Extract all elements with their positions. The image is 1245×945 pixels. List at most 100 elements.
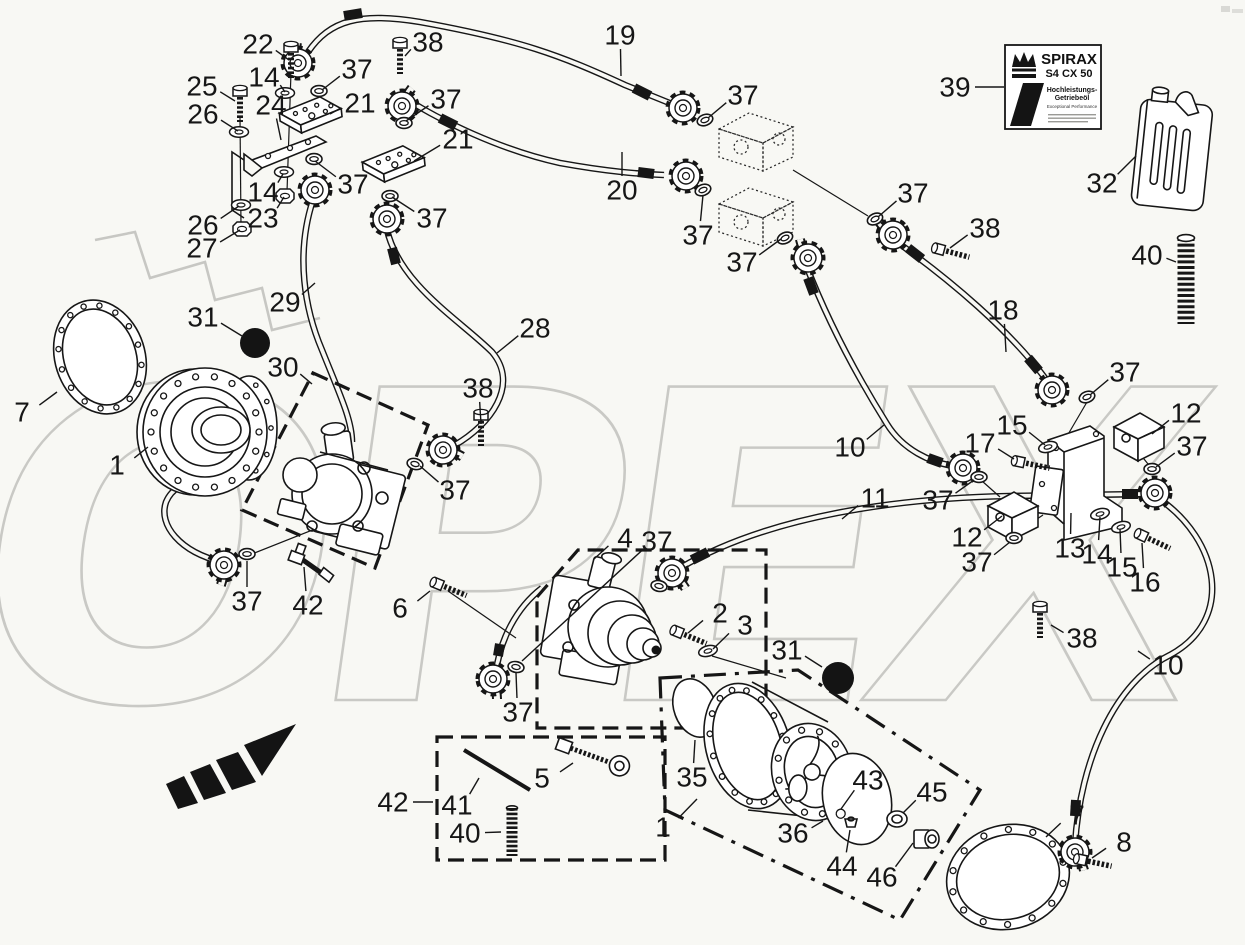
callout-28: 28	[519, 313, 550, 344]
callout-42: 42	[377, 787, 408, 818]
box-motor-4	[535, 548, 768, 730]
callout-21: 21	[344, 88, 375, 119]
leader-line-40	[484, 831, 502, 834]
hose-motor4-stub	[492, 585, 545, 673]
watermark-zigzag	[94, 230, 321, 332]
leader-line-14	[279, 84, 286, 93]
bolt-hole	[800, 808, 809, 816]
callout-37: 37	[641, 526, 672, 557]
bolt-hole	[263, 398, 270, 405]
final-drive-1-left	[136, 367, 278, 497]
callout-14: 14	[247, 177, 278, 208]
callout-29: 29	[269, 287, 300, 318]
callout-11: 11	[860, 483, 889, 514]
bolt-hole	[708, 710, 716, 718]
leader-line-38	[1050, 624, 1064, 634]
block-12-left	[986, 491, 1040, 542]
bolt-hole	[757, 696, 765, 704]
leader-line-38	[478, 401, 482, 425]
leader-line-25	[219, 91, 236, 102]
bolt-hole	[174, 476, 182, 485]
hose-20	[406, 97, 665, 179]
bolt-hole	[159, 464, 168, 472]
screw-44	[843, 816, 859, 828]
callout-32: 32	[1086, 168, 1117, 199]
bolt-hole	[191, 483, 200, 491]
box-motor-30	[239, 370, 431, 571]
bolt-hole	[782, 736, 791, 744]
bolt-hole	[67, 311, 74, 319]
bolt-hole	[210, 373, 219, 381]
leader-line-37	[391, 196, 415, 213]
leader-line-22	[275, 49, 290, 61]
callout-46: 46	[866, 862, 897, 893]
leader-line-37	[707, 102, 727, 119]
bolt-hole	[80, 303, 87, 310]
callout-14: 14	[1081, 539, 1112, 570]
bolt-hole	[718, 773, 726, 780]
bolt-25	[233, 85, 247, 122]
threaded-rod-40	[1176, 233, 1196, 324]
leader-line-37	[314, 160, 337, 178]
callout-37: 37	[439, 475, 470, 506]
leader-line-1	[677, 798, 698, 819]
leader-line-3	[712, 632, 730, 650]
leader-line-44	[845, 829, 851, 853]
callout-12: 12	[1170, 398, 1201, 429]
leader-line-12	[983, 515, 1003, 531]
nut-23	[275, 188, 295, 204]
bolt-hole	[159, 392, 168, 400]
leader-line-30	[299, 373, 313, 385]
banjo-bolt-5	[554, 736, 631, 777]
bolt-hole	[242, 392, 251, 400]
leader-line-27	[219, 229, 241, 243]
leader-line-43	[840, 789, 855, 810]
callout-17: 17	[964, 428, 995, 459]
bolt-hole	[150, 409, 158, 417]
nut-45	[886, 810, 908, 828]
leader-line-10	[866, 424, 885, 440]
callout-4: 4	[617, 523, 633, 554]
bolt-hole	[81, 398, 88, 405]
hose-10-lower	[1070, 495, 1216, 846]
drive-flange	[703, 682, 793, 810]
leader-line-11	[841, 504, 859, 520]
hose-11	[678, 489, 1147, 571]
bolt-hole	[770, 712, 778, 719]
leader-line-21	[329, 107, 342, 115]
leader-line-37	[1089, 379, 1109, 396]
leader-line-45	[902, 799, 917, 814]
elbow-fitting	[790, 236, 824, 275]
callout-15: 15	[996, 410, 1027, 441]
bolt-hole	[949, 888, 957, 896]
bracket-24	[231, 135, 328, 219]
bolt-hole	[174, 379, 182, 388]
callout-36: 36	[777, 818, 808, 849]
callout-22: 22	[242, 29, 273, 60]
oil-desc-1: Hochleistungs-	[1047, 87, 1098, 94]
callout-10: 10	[834, 432, 865, 463]
leader-line-32	[1117, 155, 1137, 175]
bolt-hole	[113, 404, 120, 411]
bolt-hole	[815, 728, 824, 736]
callout-31: 31	[187, 302, 218, 333]
callout-21: 21	[442, 124, 473, 155]
callout-19: 19	[604, 20, 635, 51]
callout-42: 42	[292, 590, 323, 621]
leader-line-17	[997, 448, 1015, 460]
leader-line-46	[894, 842, 914, 868]
direction-arrow	[166, 724, 296, 809]
block-12-right	[1112, 412, 1166, 463]
bolt-hole	[980, 832, 988, 840]
dotted-block-upper	[717, 112, 795, 172]
leader-line-40	[1166, 257, 1177, 263]
leader-line-37	[993, 541, 1011, 556]
callout-38: 38	[412, 27, 443, 58]
manifold-plate-21a	[277, 95, 344, 135]
bolt-hole	[743, 687, 750, 695]
leader-line-5	[559, 762, 574, 773]
leader-line-21	[413, 144, 441, 162]
bolt-hole	[134, 341, 142, 348]
callout-30: 30	[267, 352, 298, 383]
bolt-hole	[949, 866, 957, 875]
